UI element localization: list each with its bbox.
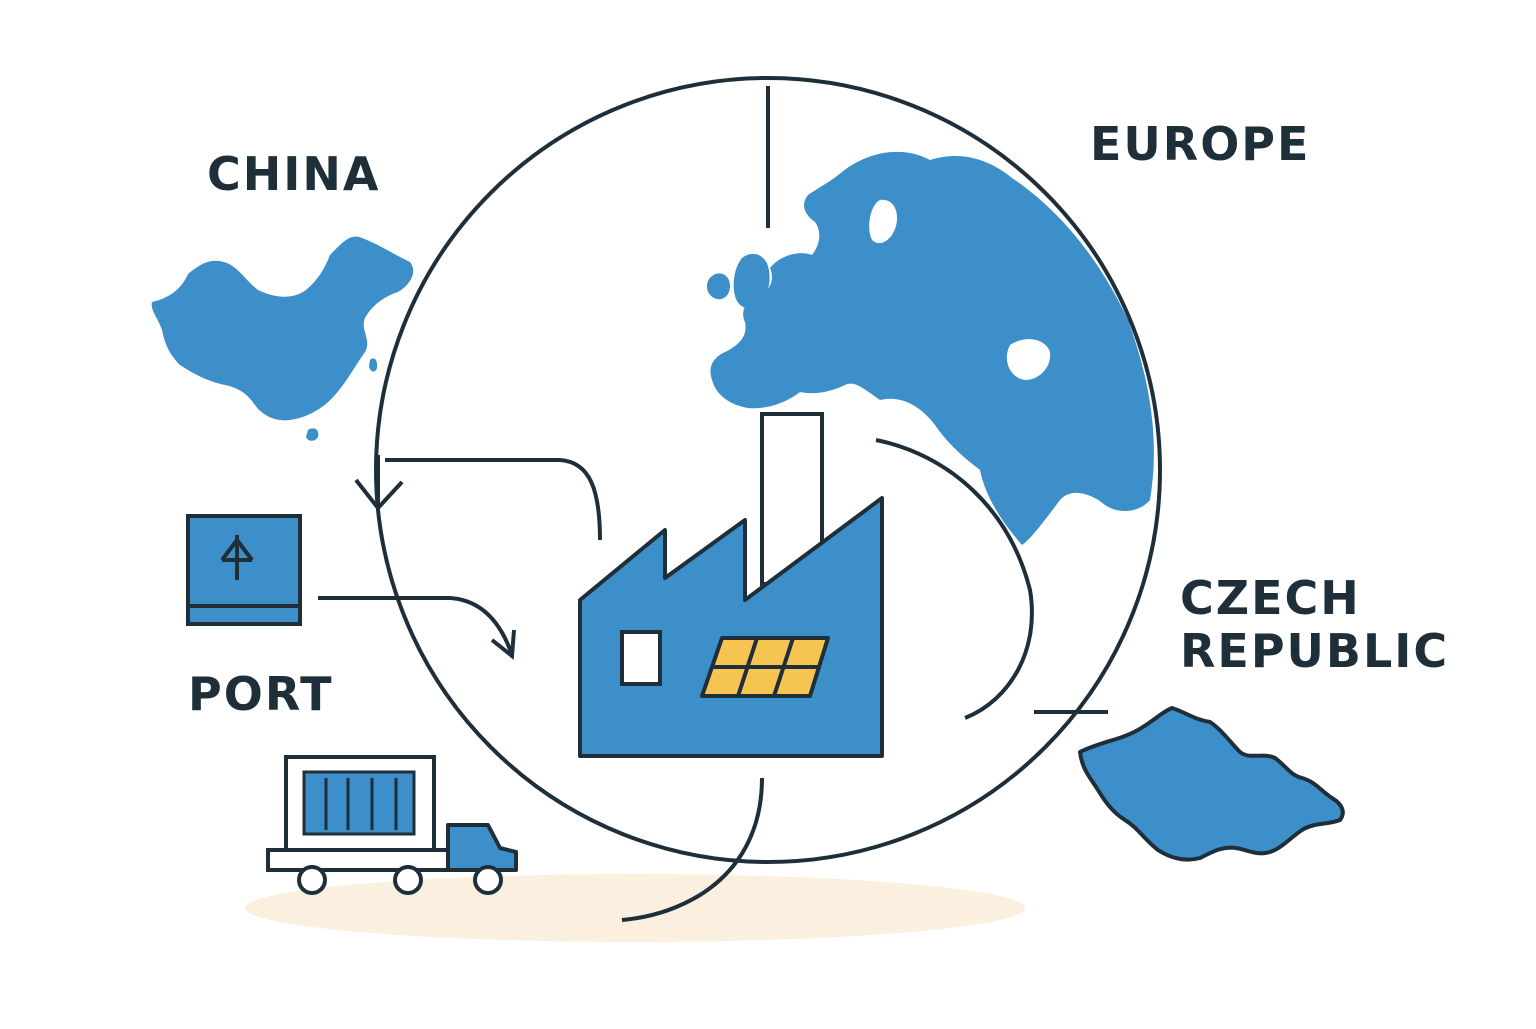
ship-anchor-icon <box>186 514 302 626</box>
factory-output-line <box>621 777 764 922</box>
ground-shadow <box>245 874 1025 942</box>
port-to-factory-arrow <box>318 596 514 656</box>
china-arrowhead <box>354 478 404 512</box>
truck-icon <box>266 755 518 895</box>
china-map <box>151 236 414 421</box>
europe-map <box>710 151 1154 546</box>
czech-republic-label: CZECH REPUBLIC <box>1180 572 1449 678</box>
china-label: CHINA <box>207 147 381 201</box>
taiwan-map <box>369 358 378 372</box>
factory-window <box>620 630 662 686</box>
port-label: PORT <box>188 667 334 721</box>
czech-label-line2: REPUBLIC <box>1180 623 1450 678</box>
hainan-map <box>306 428 319 441</box>
port-arrowhead <box>490 629 516 660</box>
europe-to-czech-line <box>875 438 1034 720</box>
czech-republic-map <box>1078 706 1345 862</box>
europe-label: EUROPE <box>1090 117 1311 171</box>
globe-to-factory-line <box>385 458 602 541</box>
black-sea <box>1006 339 1051 380</box>
ireland-map <box>706 273 730 300</box>
solar-panel-icon <box>700 636 830 698</box>
czech-label-line1: CZECH <box>1180 571 1361 625</box>
factory-icon <box>578 412 884 758</box>
baltic-sea <box>869 199 898 244</box>
british-isles-map <box>733 253 770 309</box>
